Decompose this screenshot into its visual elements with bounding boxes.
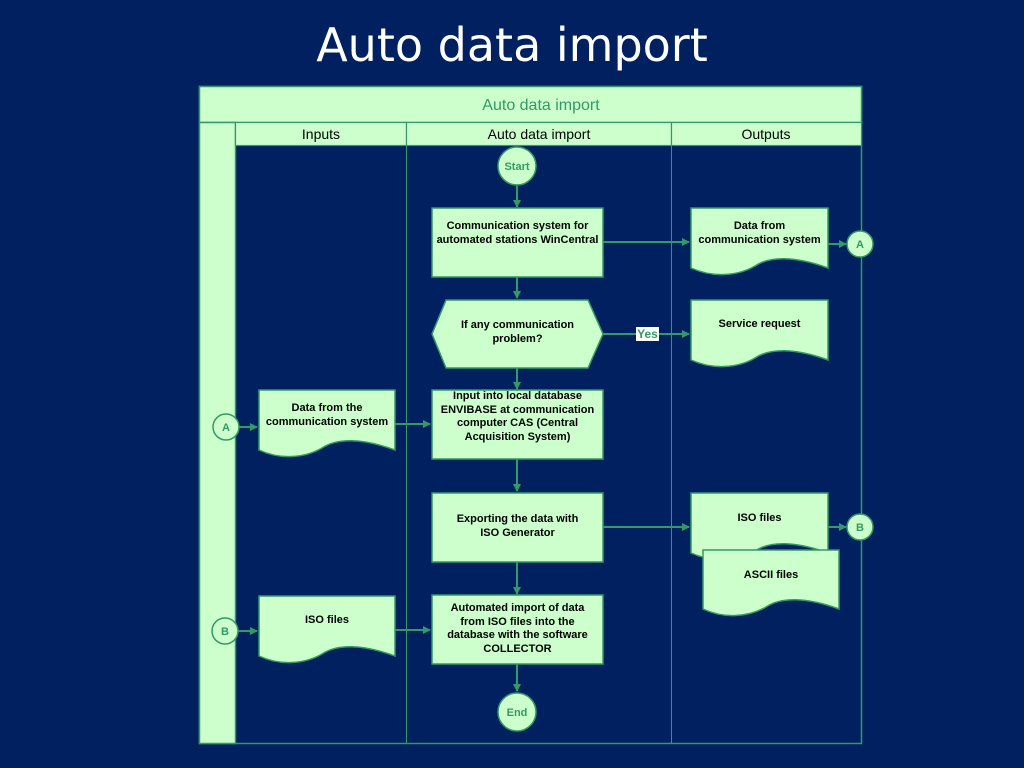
lane-header-inputs-label: Inputs <box>302 126 340 142</box>
doc-output-ascii-files <box>702 549 840 617</box>
input-data-from-comm-text: Data from the communication system <box>265 402 389 428</box>
edge-label-yes-bg <box>636 327 659 341</box>
connector-b-output: B <box>846 513 874 541</box>
flow-arrows <box>238 186 847 692</box>
pool-title-bar <box>198 85 863 124</box>
terminal-start: Start <box>497 146 537 186</box>
doc-output-data-from-comm <box>690 207 829 276</box>
lane-header-outputs <box>670 121 863 147</box>
output-ascii-files-text: ASCII files <box>743 569 799 581</box>
connector-b-output-label: B <box>856 522 864 534</box>
connector-a-input: A <box>212 413 240 441</box>
process-box-exporting <box>431 492 604 563</box>
input-iso-files-text: ISO files <box>304 614 350 626</box>
process-box-input-database <box>431 389 604 460</box>
lane-header-process-label: Auto data import <box>488 126 591 142</box>
connector-a-output: A <box>846 230 874 258</box>
process-box-automated-import <box>431 594 604 665</box>
output-service-request-text: Service request <box>718 318 801 330</box>
terminal-end: End <box>497 692 537 732</box>
terminal-end-label: End <box>507 707 528 719</box>
edge-label-yes: Yes <box>637 327 658 341</box>
process-input-database-text: Input into local database ENVIBASE at co… <box>440 390 595 443</box>
doc-input-data-from-comm <box>258 389 396 458</box>
decision-box <box>431 299 604 369</box>
connector-b-input-label: B <box>221 626 229 638</box>
doc-output-service-request <box>690 299 829 368</box>
slide-title: Auto data import <box>316 18 708 72</box>
process-automated-import-text: Automated import of data from ISO files … <box>447 602 588 655</box>
connector-b-input: B <box>211 617 239 645</box>
lane-header-outputs-label: Outputs <box>741 126 790 142</box>
connector-a-output-label: A <box>856 239 864 251</box>
output-data-from-comm-text: Data from communication system <box>698 220 821 246</box>
process-box-communication-system <box>431 207 604 278</box>
doc-input-iso-files <box>258 595 396 664</box>
process-communication-system-text: Communication system for automated stati… <box>436 220 599 246</box>
pool-title: Auto data import <box>482 97 600 114</box>
process-exporting-text: Exporting the data with ISO Generator <box>456 513 579 539</box>
terminal-start-label: Start <box>504 161 529 173</box>
output-iso-files-text: ISO files <box>737 512 782 524</box>
decision-text: If any communication problem? <box>460 319 575 345</box>
connector-a-input-label: A <box>222 422 230 434</box>
